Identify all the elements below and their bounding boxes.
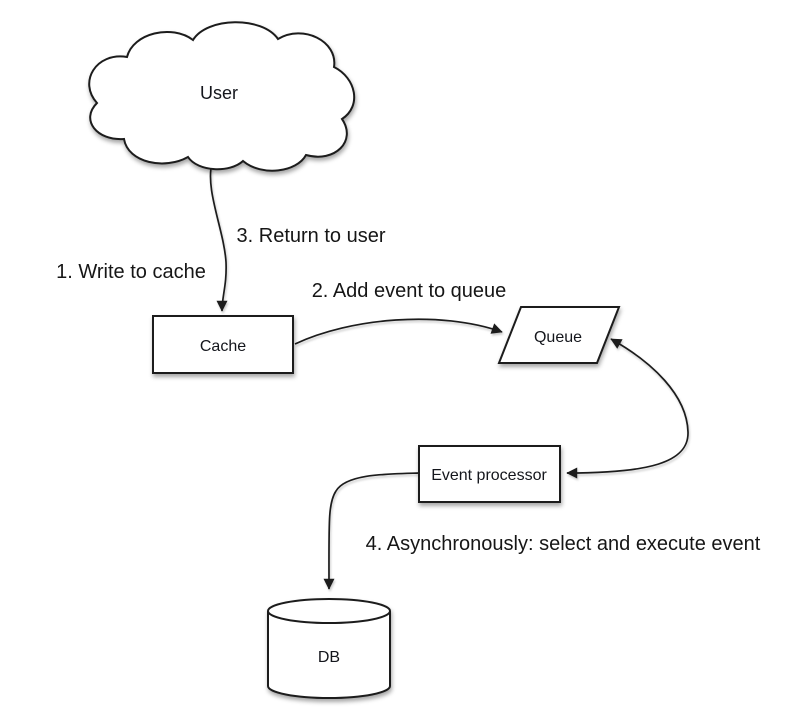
edge-cache-to-queue	[294, 318, 503, 345]
event-processor-label: Event processor	[431, 467, 547, 484]
label-write-to-cache: 1. Write to cache	[56, 261, 206, 283]
db-label: DB	[318, 649, 340, 666]
label-async-select-execute: 4. Asynchronously: select and execute ev…	[366, 533, 761, 555]
cache-node: Cache	[152, 315, 294, 374]
cache-box-shape	[152, 315, 294, 374]
edge-queue-event-processor	[566, 338, 689, 479]
user-label: User	[200, 83, 238, 103]
queue-label: Queue	[534, 329, 582, 346]
edge-labels: 1. Write to cache 3. Return to user 2. A…	[56, 225, 761, 555]
event-processor-node: Event processor	[418, 445, 561, 503]
queue-node: Queue	[497, 306, 621, 364]
cloud-shape	[88, 21, 356, 172]
edge-user-to-cache	[209, 162, 228, 312]
user-node: User	[88, 21, 356, 172]
edges	[209, 162, 689, 590]
edge-event-processor-to-db	[323, 472, 420, 590]
event-processor-box-shape	[418, 445, 561, 503]
queue-parallelogram-shape	[497, 306, 621, 364]
label-add-event-to-queue: 2. Add event to queue	[312, 280, 507, 302]
db-cylinder-top	[267, 598, 391, 624]
db-cylinder-body	[267, 611, 391, 699]
label-return-to-user: 3. Return to user	[237, 225, 386, 247]
db-node: DB	[267, 598, 391, 699]
cache-label: Cache	[200, 338, 246, 355]
